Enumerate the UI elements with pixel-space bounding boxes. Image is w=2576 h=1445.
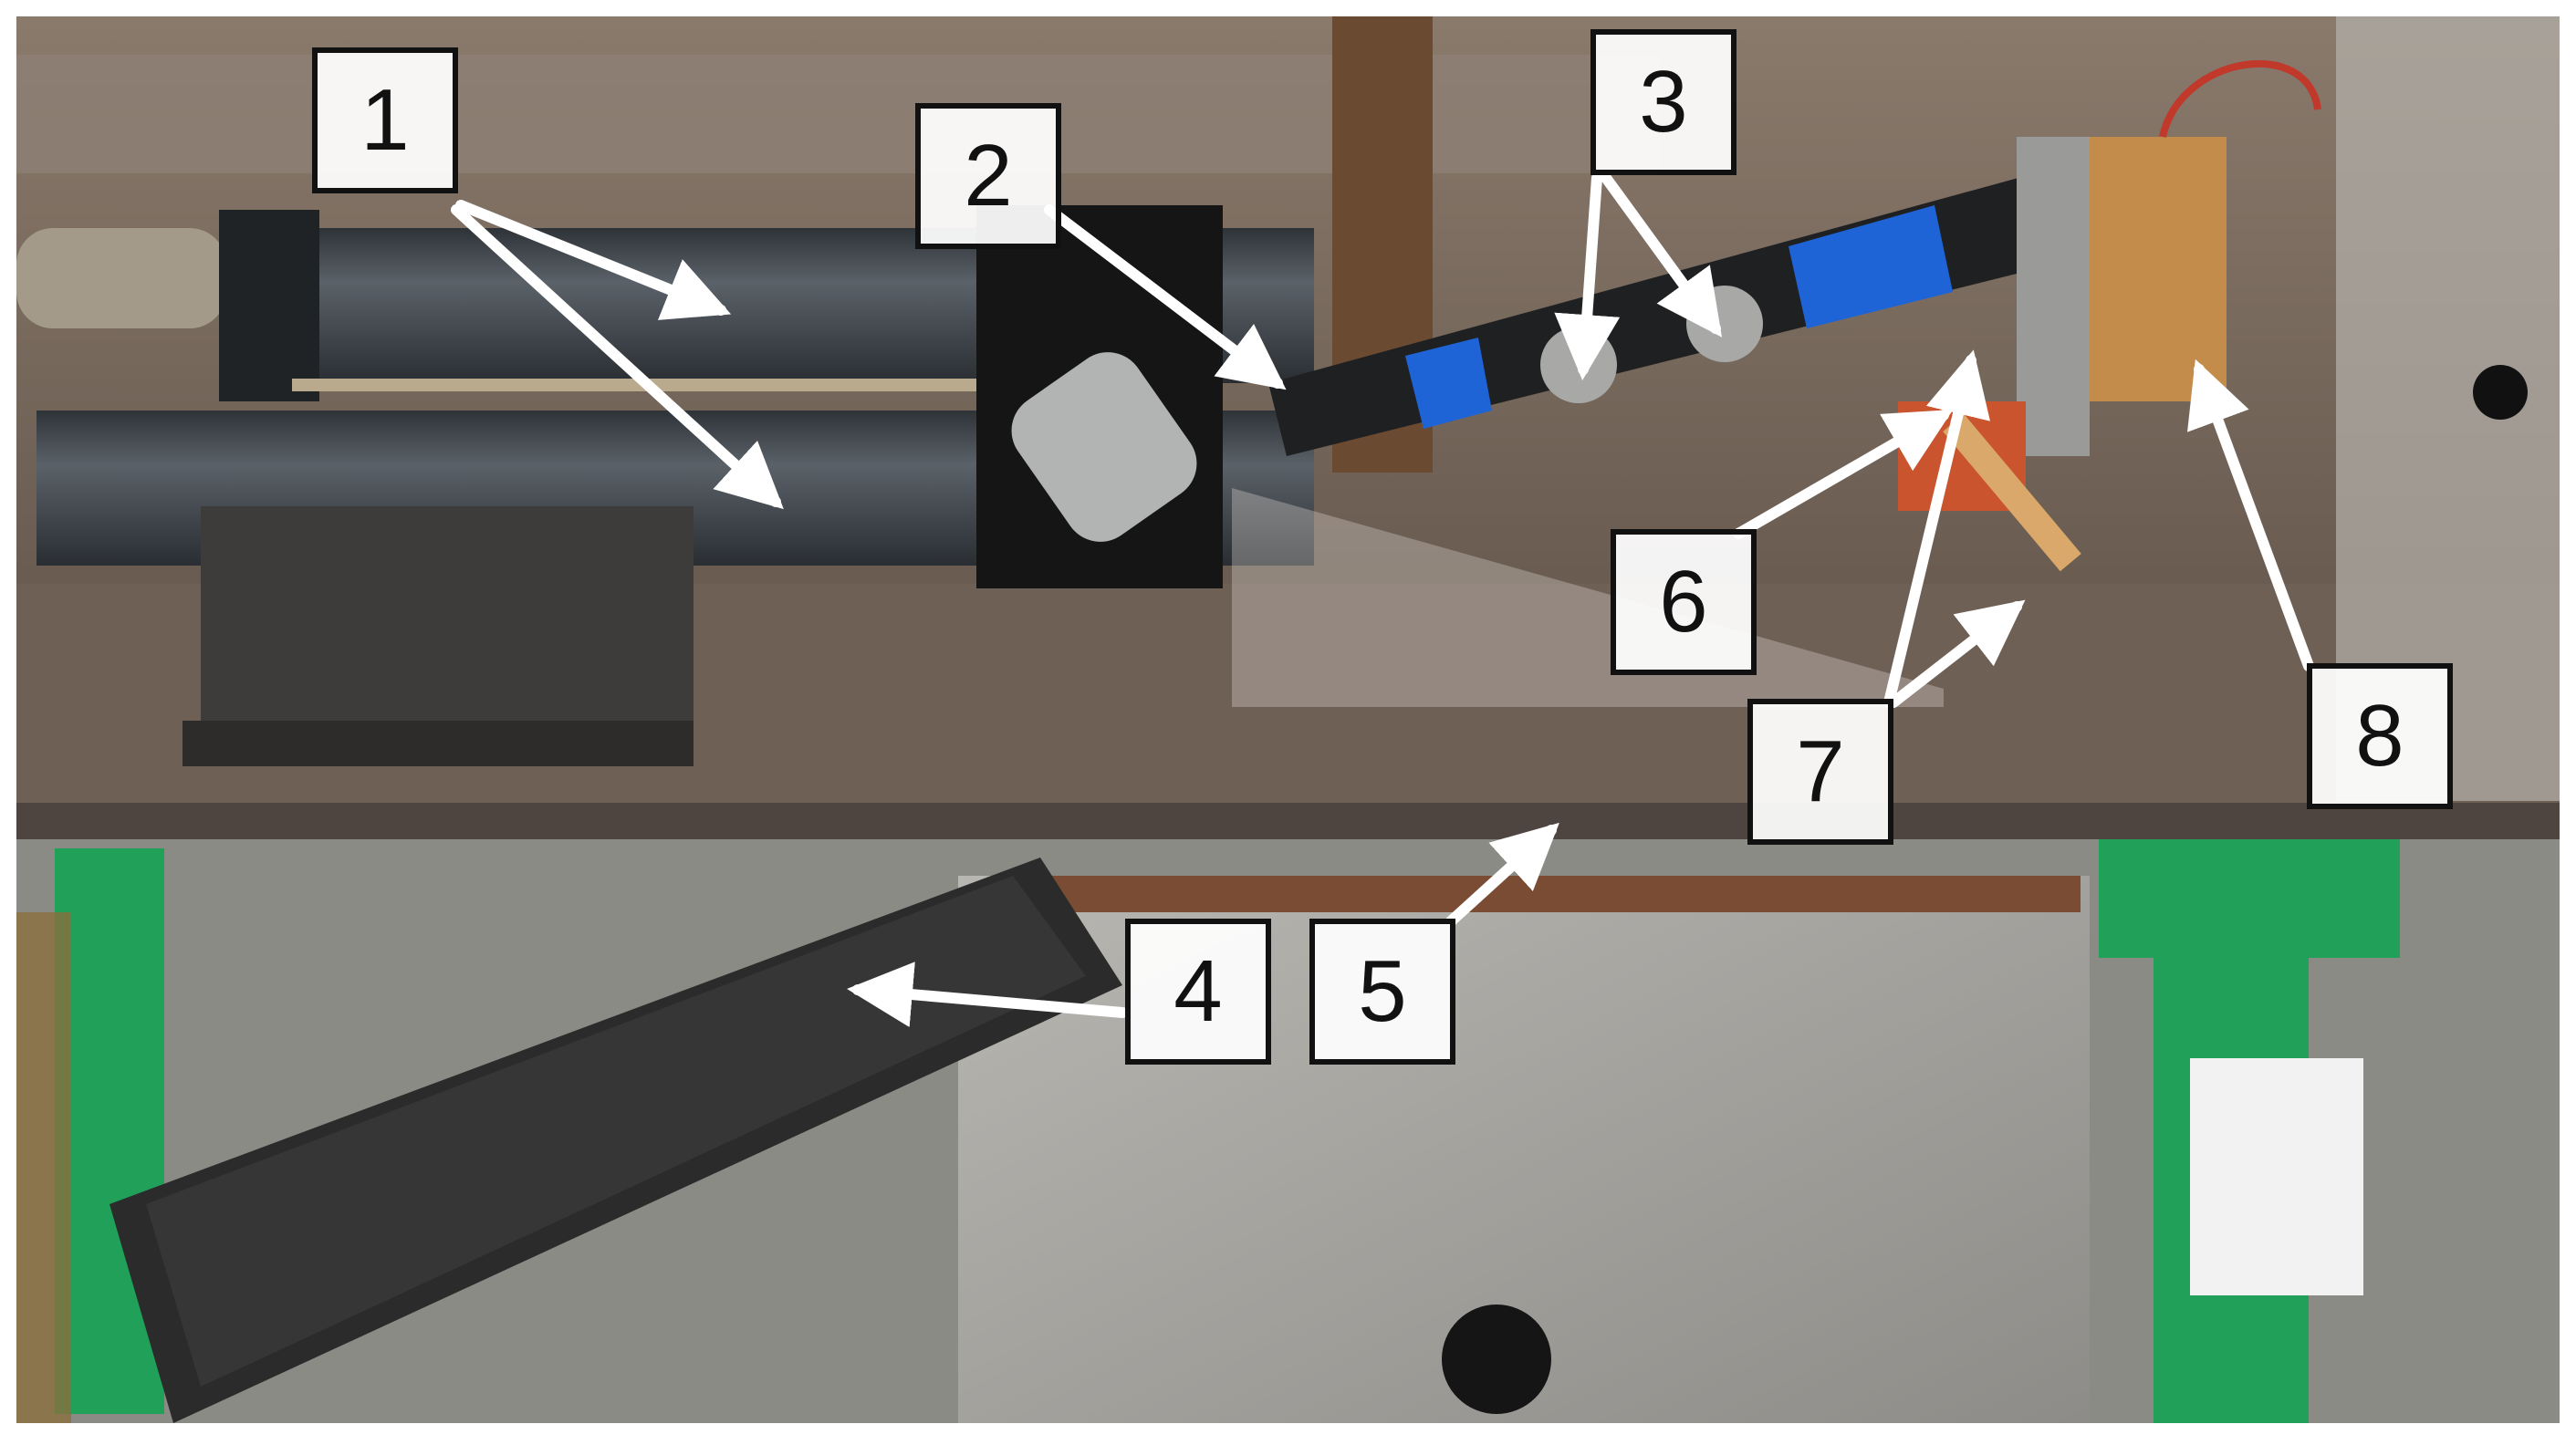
- broom-bristles: [16, 912, 71, 1423]
- knob: [2473, 365, 2528, 420]
- wires: [2159, 59, 2321, 138]
- callout-1: 1: [312, 47, 458, 193]
- arrow-8: [2187, 359, 2314, 671]
- cylinder-rail: [292, 379, 986, 391]
- arrow-2: [1044, 204, 1287, 390]
- left-rod-end: [16, 228, 226, 328]
- callout-2: 2: [915, 103, 1061, 249]
- callout-5: 5: [1309, 919, 1455, 1065]
- mounting-bracket: [201, 506, 694, 734]
- circuit-board: [2071, 137, 2227, 401]
- callout-8: 8: [2307, 663, 2453, 809]
- arrow-3a: [1554, 172, 1621, 380]
- arrow-3b: [1601, 172, 1723, 338]
- callout-7: 7: [1747, 699, 1893, 845]
- bracket-base: [183, 721, 694, 766]
- blue-tape: [1789, 205, 1953, 328]
- callout-6: 6: [1611, 529, 1757, 675]
- arrow-4: [847, 962, 1128, 1028]
- panel-knob: [1442, 1305, 1551, 1414]
- steel-mount-bracket: [2017, 137, 2090, 456]
- green-frame-right: [2099, 839, 2400, 958]
- hinge-strip: [1049, 876, 2081, 912]
- arrow-7a: [1883, 349, 1991, 708]
- arrow-1a: [455, 200, 732, 320]
- callout-arrows: [451, 172, 2314, 1028]
- blue-tape: [1405, 338, 1492, 429]
- wooden-dowel: [1943, 413, 2081, 572]
- arrow-5: [1445, 822, 1559, 927]
- acrylic-guard: [1232, 488, 1944, 707]
- label-sticker: [2190, 1058, 2363, 1295]
- callout-4: 4: [1125, 919, 1271, 1065]
- motor-housing: [1011, 352, 1197, 542]
- arrow-7b: [1888, 599, 2026, 708]
- callout-3: 3: [1590, 29, 1736, 175]
- cylinder-end-cap: [219, 210, 319, 401]
- arrow-6: [1733, 409, 1954, 539]
- arrow-1b: [451, 204, 784, 510]
- tabletop-edge: [16, 803, 2562, 839]
